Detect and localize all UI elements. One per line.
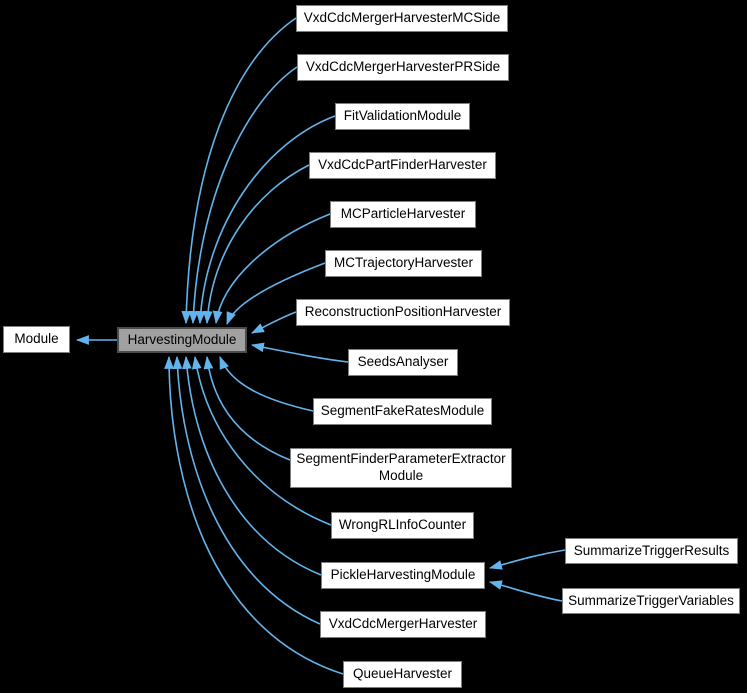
class-node-harvestingmodule: HarvestingModule bbox=[117, 327, 247, 353]
edge-vxdcdcmergerharvester-to-harvestingmodule bbox=[172, 355, 321, 625]
class-node-pickleharvestingmodule[interactable]: PickleHarvestingModule bbox=[321, 562, 485, 589]
edge-vxdcdcmergerharvestermcside-to-harvestingmodule bbox=[181, 17, 297, 325]
class-node-module[interactable]: Module bbox=[3, 326, 70, 353]
class-node-seedsanalyser[interactable]: SeedsAnalyser bbox=[348, 349, 458, 376]
class-node-mctrajectoryharvester[interactable]: MCTrajectoryHarvester bbox=[325, 250, 482, 277]
class-node-vxdcdcmergerharvester[interactable]: VxdCdcMergerHarvester bbox=[320, 611, 486, 638]
class-node-vxdcdcpartfinderharvester[interactable]: VxdCdcPartFinderHarvester bbox=[309, 152, 496, 179]
edge-reconstructionpositionharvester-to-harvestingmodule bbox=[251, 311, 297, 334]
edge-summarizetriggervariables-to-pickleharvestingmodule bbox=[488, 580, 563, 602]
class-node-reconstructionpositionharvester[interactable]: ReconstructionPositionHarvester bbox=[296, 299, 510, 326]
class-node-mcparticleharvester[interactable]: MCParticleHarvester bbox=[330, 201, 476, 228]
class-node-fitvalidationmodule[interactable]: FitValidationModule bbox=[335, 103, 470, 130]
edge-queueharvester-to-harvestingmodule bbox=[164, 355, 344, 675]
class-node-vxdcdcmergerharvesterprside[interactable]: VxdCdcMergerHarvesterPRSide bbox=[297, 54, 509, 81]
class-node-vxdcdcmergerharvestermcside[interactable]: VxdCdcMergerHarvesterMCSide bbox=[296, 5, 508, 32]
edge-seedsanalyser-to-harvestingmodule bbox=[250, 342, 349, 363]
class-node-summarizetriggerresults[interactable]: SummarizeTriggerResults bbox=[565, 538, 738, 564]
edge-vxdcdcmergerharvesterprside-to-harvestingmodule bbox=[188, 66, 298, 325]
edge-mctrajectoryharvester-to-harvestingmodule bbox=[226, 262, 326, 326]
class-node-segmentfakeratesmodule[interactable]: SegmentFakeRatesModule bbox=[313, 398, 492, 425]
class-node-queueharvester[interactable]: QueueHarvester bbox=[343, 661, 462, 688]
edge-summarizetriggerresults-to-pickleharvestingmodule bbox=[488, 549, 566, 570]
edge-segmentfakeratesmodule-to-harvestingmodule bbox=[219, 355, 314, 412]
edge-mcparticleharvester-to-harvestingmodule bbox=[212, 213, 331, 325]
edge-segmentfinderparameterextractormodule-to-harvestingmodule bbox=[203, 355, 291, 461]
edge-wrongrlinfocounter-to-harvestingmodule bbox=[191, 355, 332, 526]
edge-pickleharvestingmodule-to-harvestingmodule bbox=[182, 355, 322, 576]
class-node-summarizetriggervariables[interactable]: SummarizeTriggerVariables bbox=[562, 588, 740, 614]
edge-fitvalidationmodule-to-harvestingmodule bbox=[195, 115, 336, 325]
class-node-wrongrlinfocounter[interactable]: WrongRLInfoCounter bbox=[331, 512, 474, 539]
edge-vxdcdcpartfinderharvester-to-harvestingmodule bbox=[202, 164, 310, 325]
